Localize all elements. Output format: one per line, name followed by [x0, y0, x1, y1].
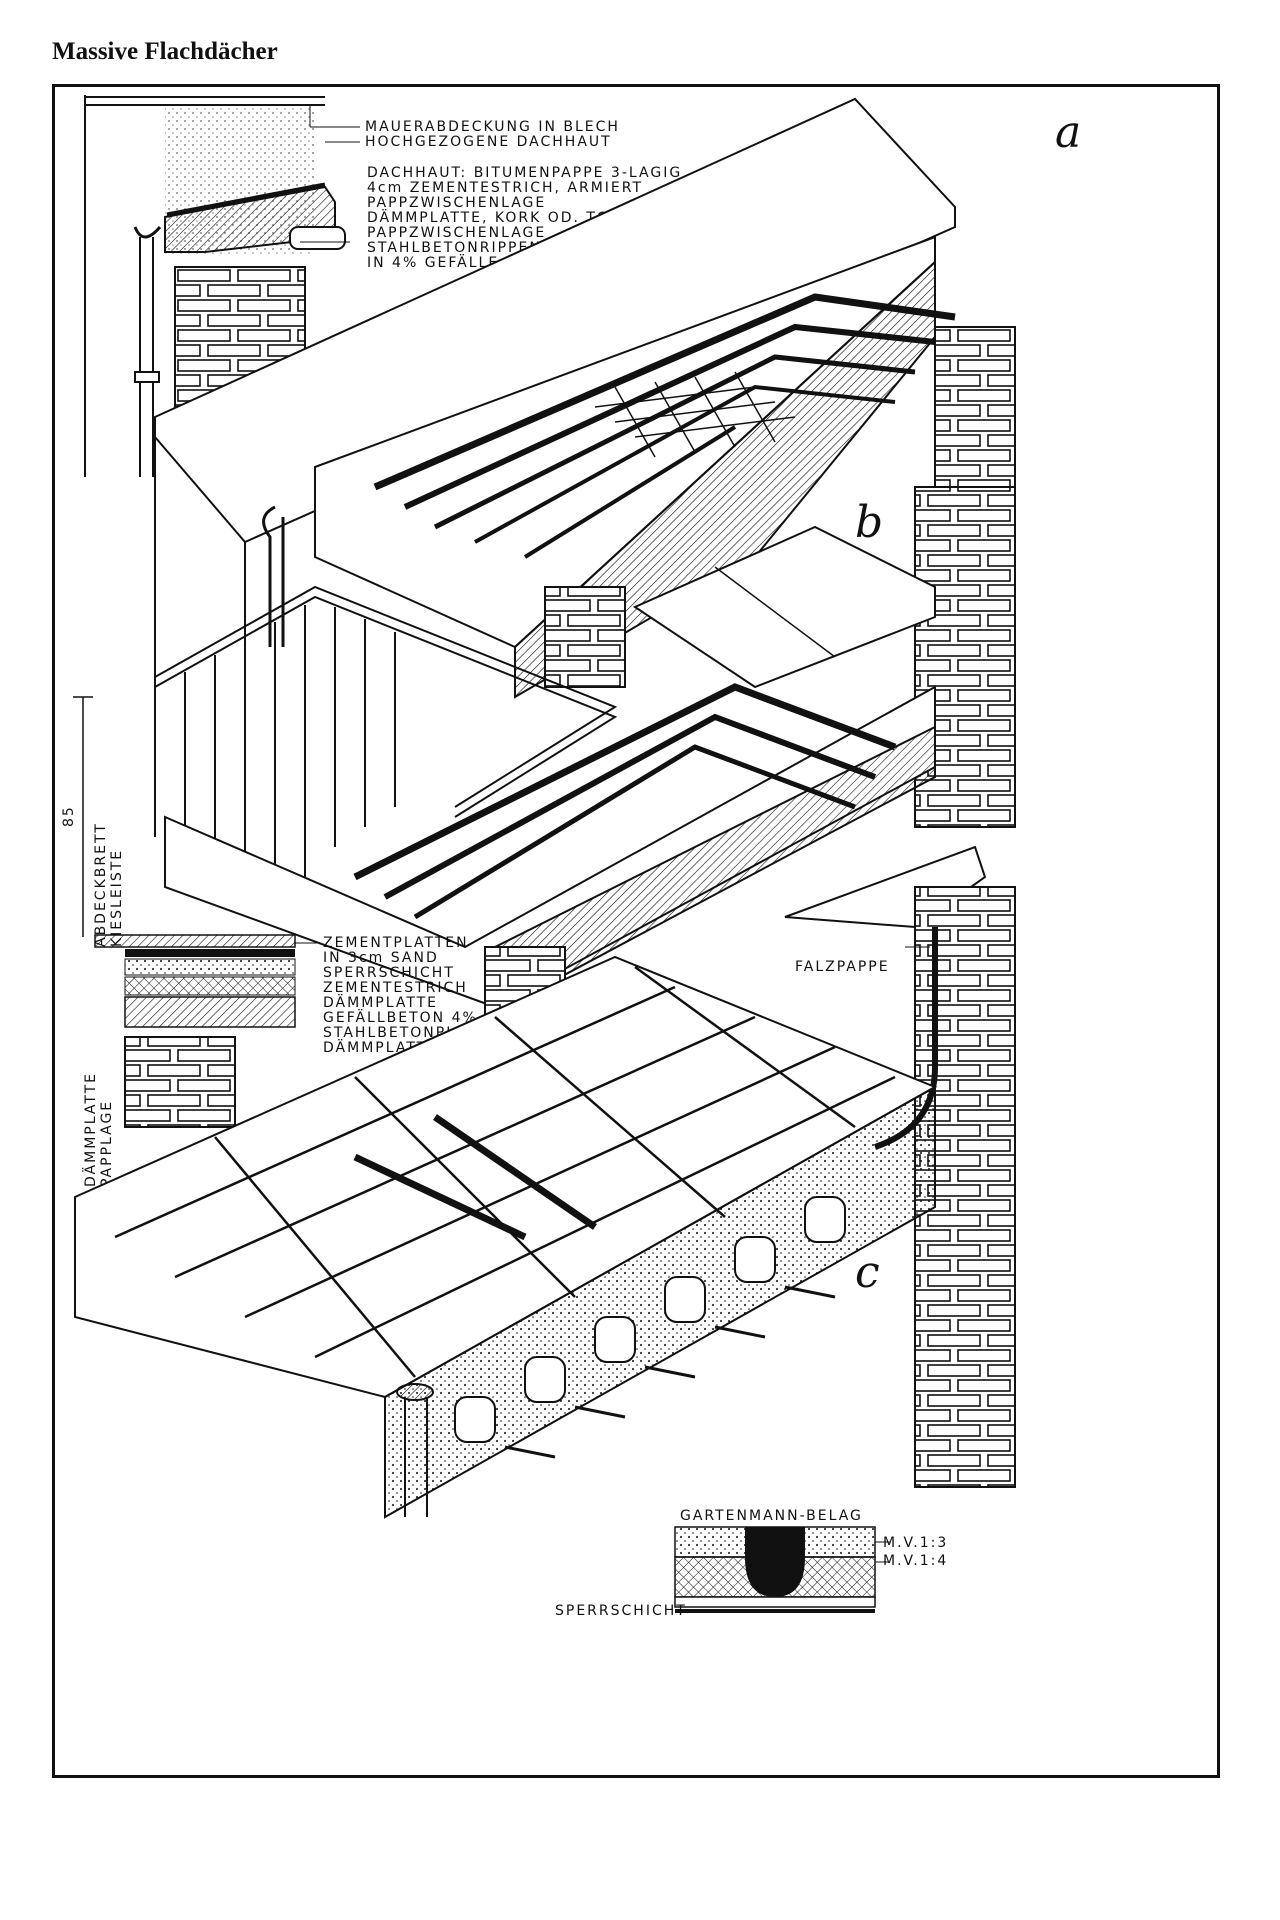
label-b-0: ZEMENTPLATTEN	[323, 935, 469, 951]
label-a-6: PAPPZWISCHENLAGE	[367, 225, 546, 241]
label-a-1: HOCHGEZOGENE DACHHAUT	[365, 134, 612, 150]
figure-b-section-detail	[94, 934, 317, 1128]
label-a-0: MAUERABDECKUNG IN BLECH	[365, 119, 620, 135]
label-b-6: STAHLBETONPL.	[323, 1025, 462, 1041]
page-title: Massive Flachdächer	[52, 38, 278, 65]
figure-c-isometric-roof	[74, 845, 1016, 1519]
figure-a-isometric-roof	[154, 97, 1016, 707]
vertical-label-b-0: DÄMMPLATTE	[81, 1072, 99, 1187]
label-b-3: ZEMENTESTRICH	[323, 980, 468, 996]
side-label-b-0: ABDECKBRETT	[93, 822, 109, 947]
figure-c: c	[74, 845, 1016, 1619]
label-a-3: 4cm ZEMENTESTRICH, ARMIERT	[367, 180, 643, 196]
dimension-85: 85	[61, 805, 77, 827]
figure-a: MAUERABDECKUNG IN BLECH HOCHGEZOGENE DAC…	[84, 95, 1081, 707]
railing	[154, 585, 618, 877]
label-b-1: IN 3cm SAND	[323, 950, 439, 966]
figure-c-joint-detail	[674, 1526, 890, 1613]
figure-letter-a: a	[1055, 107, 1081, 158]
label-a-2: DACHHAUT: BITUMENPAPPE 3-LAGIG	[367, 165, 682, 181]
figure-letter-b: b	[855, 497, 883, 548]
label-b-5: GEFÄLLBETON 4%	[323, 1008, 478, 1026]
label-a-4: PAPPZWISCHENLAGE	[367, 195, 546, 211]
drawing-plate: MAUERABDECKUNG IN BLECH HOCHGEZOGENE DAC…	[52, 84, 1220, 1778]
detail-label-c-0: GARTENMANN-BELAG	[680, 1508, 863, 1524]
label-b-2: SPERRSCHICHT	[323, 965, 455, 981]
detail-label-c-1: M.V.1:3	[883, 1535, 948, 1551]
detail-label-c-2: M.V.1:4	[883, 1553, 948, 1569]
figure-a-section-detail	[84, 95, 360, 477]
label-b-4: DÄMMPLATTE	[323, 993, 438, 1011]
architectural-drawing: MAUERABDECKUNG IN BLECH HOCHGEZOGENE DAC…	[61, 95, 1081, 1619]
side-label-b-1: KIESLEISTE	[109, 849, 125, 947]
detail-label-c-3: SPERRSCHICHT	[555, 1603, 687, 1619]
label-c-0: FALZPAPPE	[795, 959, 890, 975]
vertical-label-b-1: PAPPLAGE	[99, 1100, 115, 1187]
figure-letter-c: c	[855, 1247, 880, 1298]
